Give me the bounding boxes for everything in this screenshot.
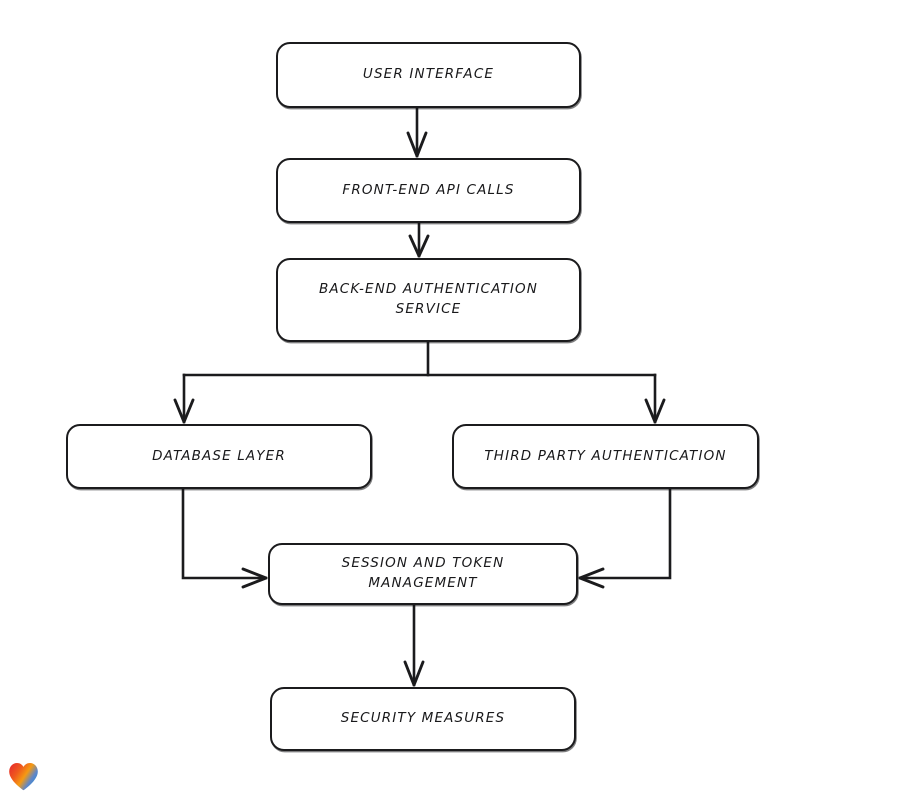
node-backend-auth-service-label: Back-End Authentication Service xyxy=(318,281,539,317)
node-frontend-api-calls[interactable]: Front-End API Calls xyxy=(276,158,581,223)
node-session-token-management-label: Session and Token Management xyxy=(341,555,505,591)
node-user-interface-label: User Interface xyxy=(362,66,495,83)
edge-api-to-backend xyxy=(408,221,430,258)
edge-ui-to-api xyxy=(406,106,428,158)
node-third-party-auth-label: Third Party Authentication xyxy=(484,447,727,464)
edge-backend-to-db xyxy=(173,373,195,424)
node-session-token-management[interactable]: Session and Token Management xyxy=(268,543,578,605)
heart-icon xyxy=(9,762,38,791)
edge-backend-to-third xyxy=(644,373,666,424)
edge-backend-split-bus xyxy=(182,340,657,377)
node-third-party-auth[interactable]: Third Party Authentication xyxy=(452,424,759,489)
node-database-layer[interactable]: Database Layer xyxy=(66,424,372,489)
node-security-measures[interactable]: Security Measures xyxy=(270,687,576,751)
node-user-interface[interactable]: User Interface xyxy=(276,42,581,108)
node-security-measures-label: Security Measures xyxy=(340,710,506,727)
edge-session-to-security xyxy=(403,603,425,687)
edge-third-to-session xyxy=(578,487,672,589)
node-database-layer-label: Database Layer xyxy=(152,447,286,464)
node-backend-auth-service[interactable]: Back-End Authentication Service xyxy=(276,258,581,342)
node-frontend-api-calls-label: Front-End API Calls xyxy=(342,181,515,198)
edge-db-to-session xyxy=(181,487,268,589)
